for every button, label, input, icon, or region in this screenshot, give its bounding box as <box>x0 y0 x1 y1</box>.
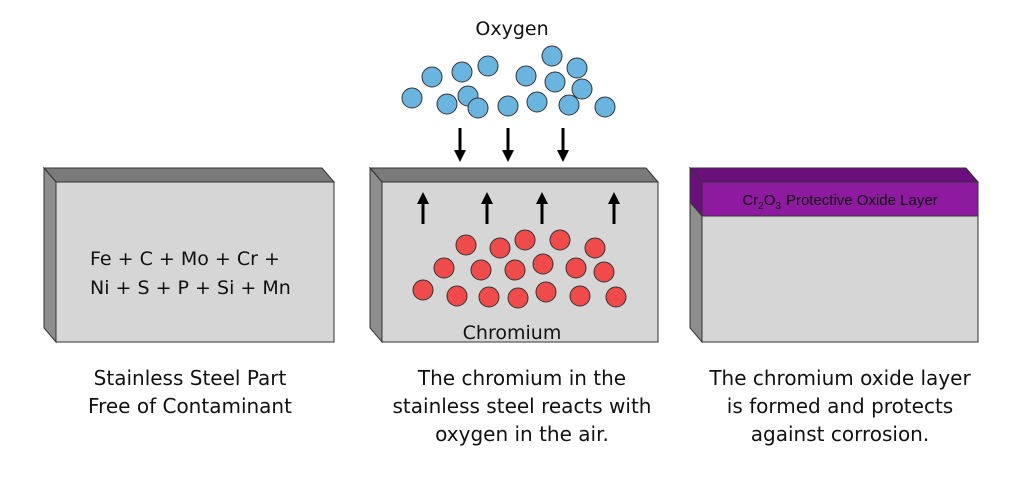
block3-caption-line1: The chromium oxide layer <box>708 366 971 390</box>
chromium-label: Chromium <box>463 322 562 344</box>
oxygen-atom <box>497 95 519 117</box>
chromium-atom <box>569 285 591 307</box>
chromium-atom <box>584 237 606 259</box>
chromium-atom <box>489 237 511 259</box>
alloy-formula-line1: Fe + C + Mo + Cr + <box>90 248 280 270</box>
oxygen-atom <box>477 55 499 77</box>
block3-front-face <box>701 215 979 343</box>
chromium-atoms <box>412 229 627 309</box>
chromium-atom <box>507 287 529 309</box>
oxygen-atom <box>467 97 489 119</box>
alloy-formula-line2: Ni + S + P + Si + Mn <box>90 277 291 299</box>
block3-caption-line2: is formed and protects <box>727 394 953 418</box>
oxygen-atom <box>544 71 566 93</box>
block2-caption-line2: stainless steel reacts with <box>393 394 652 418</box>
chromium-up-arrows <box>417 192 620 224</box>
chromium-atom <box>433 257 455 279</box>
block1-caption-line2: Free of Contaminant <box>88 394 292 418</box>
block1-side-face <box>43 166 57 344</box>
oxygen-atom <box>571 78 593 100</box>
block-reaction: Chromium <box>368 166 660 344</box>
block2-caption-line3: oxygen in the air. <box>435 422 609 446</box>
chromium-atom <box>478 286 500 308</box>
oxygen-atom <box>558 94 580 116</box>
chromium-atom <box>504 259 526 281</box>
block3-caption-line3: against corrosion. <box>751 422 929 446</box>
block1-top-face <box>42 167 336 183</box>
block-stainless-steel-part: Fe + C + Mo + Cr + Ni + S + P + Si + Mn <box>42 166 336 344</box>
chromium-atom <box>593 261 615 283</box>
block1-caption-line1: Stainless Steel Part <box>94 366 287 390</box>
block3-side-face-lower <box>689 200 703 344</box>
oxide-top-face <box>688 167 980 183</box>
oxygen-label: Oxygen <box>475 18 548 40</box>
block2-top-face <box>368 167 660 183</box>
chromium-atom <box>514 229 536 251</box>
chromium-atom <box>605 286 627 308</box>
chromium-atom <box>535 281 557 303</box>
oxygen-atoms <box>401 45 616 119</box>
oxygen-atom <box>421 66 443 88</box>
oxide-layer <box>701 181 979 217</box>
oxygen-atom <box>401 87 423 109</box>
oxygen-atom <box>451 61 473 83</box>
block1-front-face <box>55 181 335 343</box>
chromium-atom <box>412 279 434 301</box>
chromium-atom <box>565 257 587 279</box>
oxygen-down-arrows <box>454 128 569 162</box>
oxygen-atom <box>541 45 563 67</box>
chromium-atom <box>549 229 571 251</box>
block2-side-face <box>369 166 383 344</box>
oxygen-atom <box>515 65 537 87</box>
chromium-atom <box>470 259 492 281</box>
oxygen-atom <box>526 91 548 113</box>
oxygen-atom <box>594 96 616 118</box>
chromium-atom <box>532 253 554 275</box>
oxygen-atom <box>436 93 458 115</box>
chromium-atom <box>455 234 477 256</box>
oxygen-atom <box>566 57 588 79</box>
block2-caption-line1: The chromium in the <box>417 366 626 390</box>
chromium-atom <box>446 285 468 307</box>
